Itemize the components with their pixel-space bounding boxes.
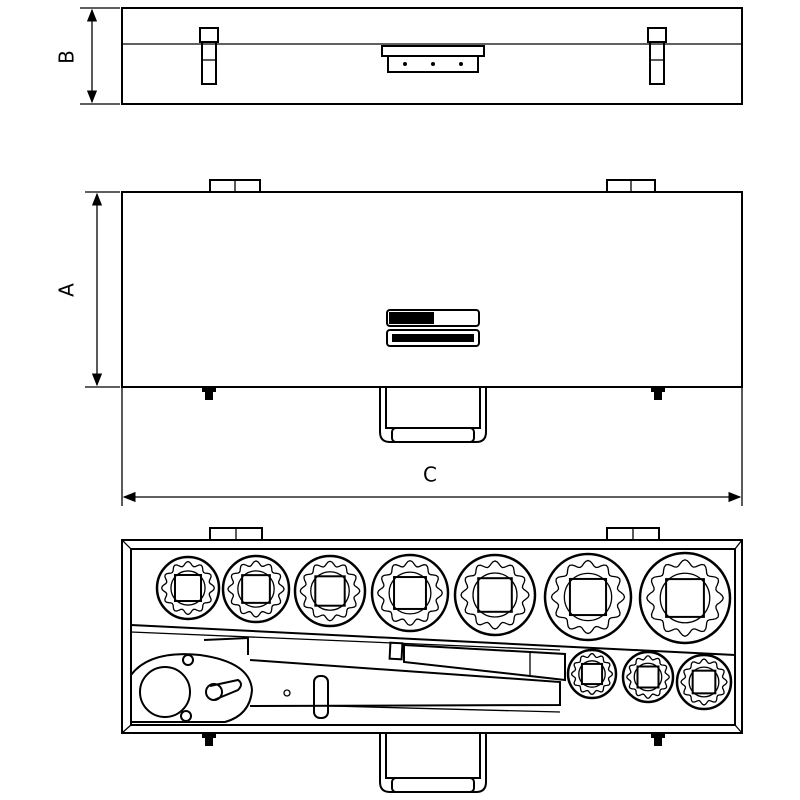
- dimension-b-label: B: [55, 50, 79, 64]
- socket: [566, 648, 618, 700]
- carry-handle-open: [379, 733, 487, 793]
- carry-handle-top: [379, 387, 487, 443]
- sockets: [155, 551, 733, 711]
- top-view-open: [121, 527, 743, 793]
- top-view-closed: A C: [55, 179, 743, 506]
- dimension-c: C: [121, 387, 743, 506]
- socket: [293, 554, 367, 628]
- latch-right: [647, 27, 667, 85]
- brand-logo-plate: [386, 309, 480, 347]
- socket: [638, 551, 732, 645]
- carry-handle-side: [381, 45, 485, 73]
- socket: [370, 553, 450, 633]
- dimension-a: A: [55, 191, 120, 388]
- socket: [543, 552, 633, 642]
- dimension-b: B: [55, 7, 120, 105]
- socket: [621, 650, 675, 704]
- socket: [155, 555, 221, 621]
- latch-left-bottom-open: [202, 733, 216, 746]
- socket: [221, 554, 291, 624]
- dimension-c-label: C: [423, 463, 437, 487]
- extension-bar: [388, 641, 566, 682]
- side-view: B: [55, 7, 743, 105]
- latch-right-bottom: [651, 387, 665, 400]
- latch-left: [199, 27, 219, 85]
- latch-right-bottom-open: [651, 733, 665, 746]
- dimension-a-label: A: [55, 283, 79, 297]
- latch-left-bottom: [202, 387, 216, 400]
- socket: [675, 653, 733, 711]
- socket: [453, 553, 537, 637]
- ratchet-wrench: [130, 636, 561, 723]
